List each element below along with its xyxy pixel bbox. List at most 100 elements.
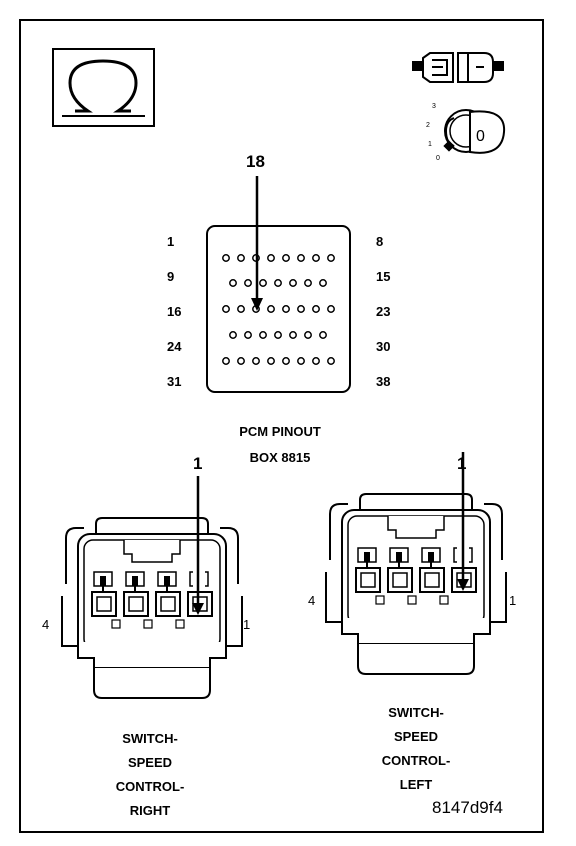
ohmmeter-icon <box>52 48 155 127</box>
terminal-keyway <box>175 619 185 629</box>
right-switch-caption: SWITCH- SPEED CONTROL- RIGHT <box>80 727 220 823</box>
pcm-row-3-left: 16 <box>167 304 182 319</box>
pcm-pin <box>222 254 230 262</box>
pcm-pin <box>237 305 245 313</box>
switch-base <box>357 644 475 675</box>
pcm-pin <box>327 357 335 365</box>
left-caption-line-2: SPEED <box>393 729 439 744</box>
pcm-pointer-pin-label: 18 <box>246 152 265 171</box>
pcm-pin <box>282 254 290 262</box>
pcm-pin <box>252 357 260 365</box>
pin-1-arrowhead <box>457 579 469 591</box>
switch-left-rib <box>325 572 342 623</box>
pcm-pin <box>259 279 267 287</box>
pin-1-arrowhead <box>192 603 204 615</box>
terminal-pin <box>160 596 176 612</box>
pcm-row-5-right: 38 <box>376 374 391 389</box>
pcm-row-4-right: 30 <box>376 339 391 354</box>
pcm-connector <box>206 176 351 393</box>
pcm-row-4-left: 24 <box>167 339 182 354</box>
pcm-pin <box>319 331 327 339</box>
switch-right-clip <box>220 527 239 584</box>
pcm-pin <box>289 279 297 287</box>
pcm-pin <box>297 357 305 365</box>
switch-left-rib <box>61 596 78 647</box>
pcm-pin <box>267 357 275 365</box>
pcm-pin <box>312 305 320 313</box>
switch-top-latch <box>95 517 209 536</box>
pcm-row-2-right: 15 <box>376 269 391 284</box>
terminal-keyway <box>143 619 153 629</box>
switch-left-clip <box>329 503 348 560</box>
switch-left-clip <box>65 527 84 584</box>
terminal-cavity <box>355 567 381 593</box>
left-caption-line-4: LEFT <box>399 777 433 792</box>
diagram-frame <box>19 19 544 833</box>
switch-center-tab <box>123 540 181 563</box>
terminal-pin <box>392 572 408 588</box>
switch-skirt <box>341 618 491 645</box>
ignition-key-icon: 3 2 1 0 0 <box>426 103 506 162</box>
switch-right-clip <box>484 503 503 560</box>
pcm-pin <box>297 254 305 262</box>
pcm-pin <box>319 279 327 287</box>
pcm-pin <box>267 254 275 262</box>
pcm-pin <box>222 305 230 313</box>
terminal-keyway <box>439 595 449 605</box>
terminal-keyway <box>375 595 385 605</box>
terminal-latch-empty <box>453 547 473 563</box>
terminal-pin <box>96 596 112 612</box>
pcm-pin <box>237 254 245 262</box>
pcm-pin <box>327 254 335 262</box>
pcm-pin <box>267 305 275 313</box>
terminal-latch-empty <box>189 571 209 587</box>
ignition-pos-3: 3 <box>432 103 436 110</box>
terminal-cavity <box>387 567 413 593</box>
terminal-latch-slot <box>132 576 138 586</box>
right-caption-line-3: CONTROL- <box>115 779 185 794</box>
figure-code: 8147d9f4 <box>432 798 503 817</box>
pcm-pin <box>312 254 320 262</box>
switch-base <box>93 668 211 699</box>
ignition-pos-1: 1 <box>428 141 432 148</box>
pcm-pin <box>289 331 297 339</box>
terminal-keyway <box>111 619 121 629</box>
terminal-latch-slot <box>364 552 370 562</box>
terminal-latch-slot <box>164 576 170 586</box>
terminal-latch-slot <box>428 552 434 562</box>
pcm-pin <box>297 305 305 313</box>
right-caption-line-4: RIGHT <box>129 803 171 818</box>
left-switch-caption: SWITCH- SPEED CONTROL- LEFT <box>346 701 486 797</box>
switch-speed-control-right <box>61 476 243 699</box>
switch-skirt <box>77 642 227 669</box>
left-switch-side-4: 4 <box>308 593 316 608</box>
pcm-pinout-title: PCM PINOUT <box>239 424 321 439</box>
left-switch-pointer-pin: 1 <box>457 454 467 473</box>
key-label: 0 <box>476 128 485 145</box>
terminal-pin <box>128 596 144 612</box>
pcm-pin <box>274 331 282 339</box>
ignition-pos-2: 2 <box>426 122 430 129</box>
pcm-pin <box>274 279 282 287</box>
pcm-pin <box>312 357 320 365</box>
ignition-pos-0: 0 <box>436 155 440 162</box>
left-caption-line-3: CONTROL- <box>381 753 451 768</box>
pcm-row-1-right: 8 <box>376 234 384 249</box>
pcm-row-2-left: 9 <box>167 269 175 284</box>
left-caption-line-1: SWITCH- <box>388 705 444 720</box>
switch-top-latch <box>359 493 473 512</box>
terminal-pin <box>360 572 376 588</box>
right-switch-side-1: 1 <box>243 617 251 632</box>
pcm-pin <box>327 305 335 313</box>
pcm-box-label: BOX 8815 <box>249 450 311 465</box>
pcm-row-5-left: 31 <box>167 374 182 389</box>
pcm-row-1-left: 1 <box>167 234 175 249</box>
pcm-pin <box>237 357 245 365</box>
terminal-keyway <box>407 595 417 605</box>
pcm-pin <box>304 279 312 287</box>
pcm-pin <box>229 331 237 339</box>
pcm-pin <box>282 357 290 365</box>
terminal-cavity <box>91 591 117 617</box>
pcm-pin <box>244 279 252 287</box>
